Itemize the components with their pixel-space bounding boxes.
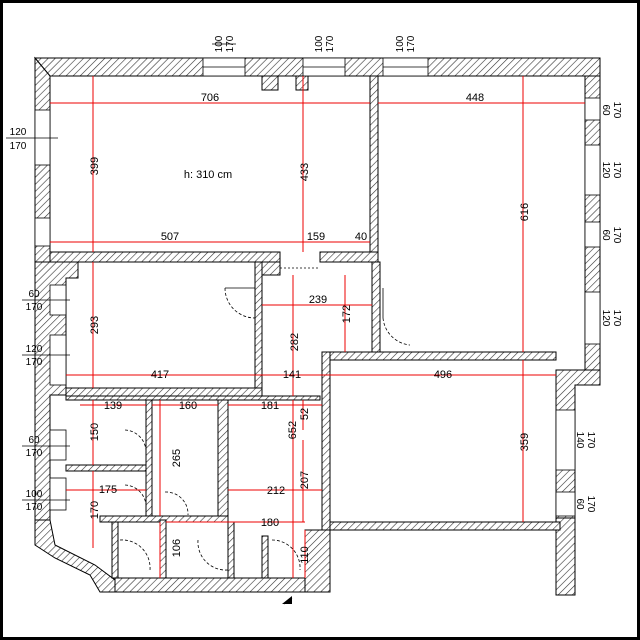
dim-359: 359 — [519, 433, 531, 451]
dim-496: 496 — [434, 369, 452, 381]
svg-text:170: 170 — [585, 496, 596, 513]
svg-text:120: 120 — [600, 162, 611, 179]
window-label-right-1: 170 60 — [600, 102, 622, 119]
dimension-lines — [50, 76, 585, 578]
svg-text:60: 60 — [600, 229, 611, 241]
window-label-right-5: 170 140 — [574, 432, 596, 449]
window-label-left-4: 60 170 — [22, 435, 70, 459]
dim-52: 52 — [299, 408, 311, 420]
window-label-top-2: 100 170 — [314, 35, 336, 52]
svg-text:60: 60 — [28, 435, 40, 446]
doors — [119, 267, 411, 571]
window-openings — [34, 57, 601, 517]
dim-616: 616 — [519, 203, 531, 221]
dim-141: 141 — [283, 369, 301, 381]
svg-text:170: 170 — [26, 357, 43, 368]
svg-text:170: 170 — [10, 141, 27, 152]
dim-172: 172 — [341, 305, 353, 323]
svg-text:60: 60 — [574, 498, 585, 510]
dim-150: 150 — [89, 423, 101, 441]
svg-text:60: 60 — [28, 289, 40, 300]
svg-text:170: 170 — [26, 448, 43, 459]
svg-text:170: 170 — [611, 102, 622, 119]
dim-110: 110 — [299, 546, 311, 564]
dim-265: 265 — [171, 449, 183, 467]
dim-399: 399 — [89, 157, 101, 175]
window-label-right-2: 170 120 — [600, 162, 622, 179]
svg-text:170: 170 — [585, 432, 596, 449]
svg-text:170: 170 — [26, 302, 43, 313]
window-labels: 100 170 100 170 100 170 120 170 60 170 1… — [6, 35, 622, 513]
window-label-left-5: 100 170 — [22, 489, 70, 513]
dim-170: 170 — [89, 501, 101, 519]
dim-207: 207 — [299, 471, 311, 489]
svg-text:60: 60 — [600, 104, 611, 116]
window-label-left-3: 120 170 — [22, 344, 70, 368]
window-label-left-2: 60 170 — [22, 289, 70, 313]
svg-text:170: 170 — [325, 35, 336, 52]
svg-text:170: 170 — [406, 35, 417, 52]
svg-text:170: 170 — [26, 502, 43, 513]
dim-293: 293 — [89, 316, 101, 334]
window-label-top-3: 100 170 — [395, 35, 417, 52]
dim-433: 433 — [299, 163, 311, 181]
svg-text:120: 120 — [600, 310, 611, 327]
dim-448: 448 — [466, 92, 484, 104]
dim-106: 106 — [171, 539, 183, 557]
dim-159: 159 — [307, 231, 325, 243]
dim-212: 212 — [267, 485, 285, 497]
dim-417: 417 — [151, 369, 169, 381]
window-label-right-4: 170 120 — [600, 310, 622, 327]
svg-text:170: 170 — [611, 162, 622, 179]
dim-181: 181 — [261, 400, 279, 412]
svg-text:100: 100 — [26, 489, 43, 500]
svg-text:100: 100 — [314, 35, 325, 52]
svg-text:100: 100 — [395, 35, 406, 52]
dim-175: 175 — [99, 484, 117, 496]
dim-160: 160 — [179, 400, 197, 412]
window-label-left-1: 120 170 — [6, 127, 58, 152]
svg-text:120: 120 — [10, 127, 27, 138]
window-label-right-3: 170 60 — [600, 227, 622, 244]
dim-40: 40 — [355, 231, 367, 243]
svg-text:120: 120 — [26, 344, 43, 355]
dim-139: 139 — [104, 400, 122, 412]
svg-text:170: 170 — [611, 310, 622, 327]
dim-507: 507 — [161, 231, 179, 243]
dim-239: 239 — [309, 294, 327, 306]
dim-180: 180 — [261, 517, 279, 529]
svg-text:170: 170 — [611, 227, 622, 244]
entrance-marker-icon — [282, 596, 292, 604]
dimension-labels: 706 448 399 433 616 h: 310 cm 507 159 40… — [89, 92, 531, 564]
dim-706: 706 — [201, 92, 219, 104]
ceiling-height: h: 310 cm — [184, 169, 232, 181]
dim-282: 282 — [289, 333, 301, 351]
svg-text:140: 140 — [574, 432, 585, 449]
walls — [33, 56, 601, 596]
dim-652: 652 — [287, 421, 299, 439]
window-label-right-6: 170 60 — [574, 496, 596, 513]
